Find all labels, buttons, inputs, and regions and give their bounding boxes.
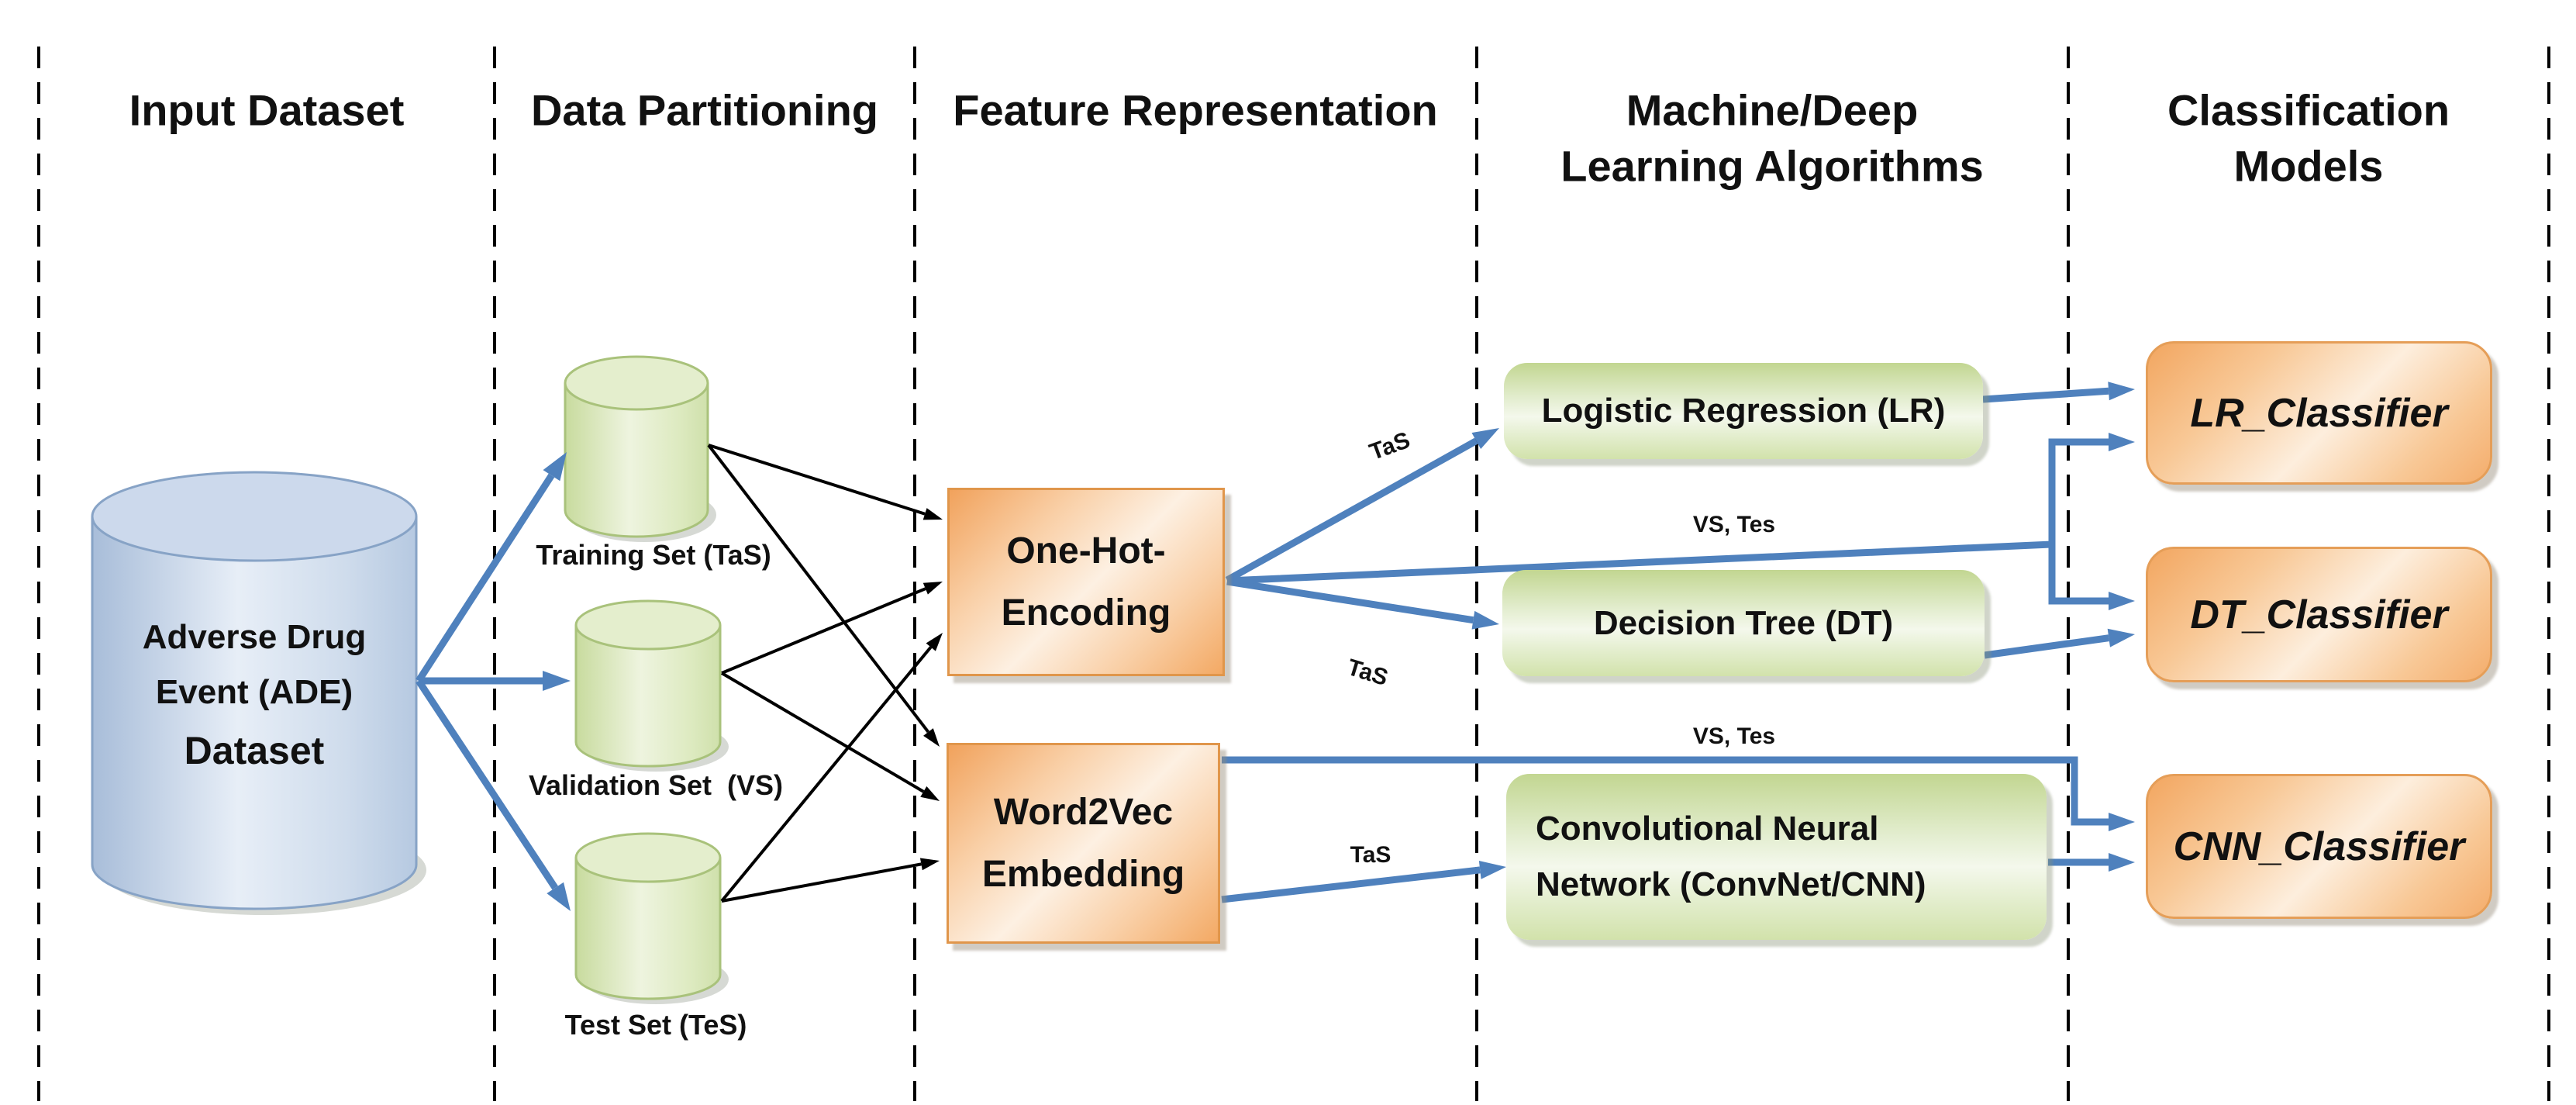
header-classification-line2: Models (2233, 141, 2384, 191)
cnn-label-line2: Network (ConvNet/CNN) (1536, 865, 1926, 903)
header-feature-representation: Feature Representation (953, 85, 1438, 135)
validation-set-label: Validation Set (VS) (528, 769, 784, 801)
dataset-label-line2: Event (ADE) (155, 673, 353, 711)
header-ml-algorithms-line2: Learning Algorithms (1560, 141, 1984, 191)
header-ml-algorithms-line1: Machine/Deep (1626, 85, 1919, 135)
connector-arrows (416, 382, 2135, 911)
training-set-cylinder (564, 355, 716, 542)
logistic-regression-label: Logistic Regression (LR) (1541, 392, 1946, 430)
word2vec-embedding-line1: Word2Vec (993, 791, 1174, 833)
decision-tree-box: Decision Tree (DT) (1502, 570, 1985, 676)
edge-label-tas-cnn: TaS (1350, 842, 1391, 868)
edge-label-vs-tes-onehot: VS, Tes (1692, 512, 1776, 537)
test-set-label: Test Set (TeS) (564, 1009, 747, 1041)
header-data-partitioning: Data Partitioning (530, 85, 879, 135)
word2vec-embedding-box: Word2Vec Embedding (947, 743, 1220, 944)
dataset-label-line3: Dataset (184, 729, 325, 772)
cnn-classifier-box: CNN_Classifier (2146, 774, 2492, 919)
dataset-label-line1: Adverse Drug (142, 618, 367, 656)
header-input-dataset: Input Dataset (129, 85, 405, 135)
header-classification-line1: Classification (2167, 85, 2450, 135)
dt-classifier-box: DT_Classifier (2146, 547, 2492, 682)
word2vec-embedding-line2: Embedding (981, 853, 1185, 895)
one-hot-encoding-line1: One-Hot- (1006, 530, 1166, 571)
training-set-label: Training Set (TaS) (536, 539, 771, 571)
one-hot-encoding-line2: Encoding (1001, 592, 1171, 634)
validation-set-cylinder (574, 599, 729, 772)
test-set-cylinder (574, 832, 729, 1004)
edge-label-vs-tes-w2v: VS, Tes (1692, 723, 1776, 749)
cnn-classifier-label: CNN_Classifier (2173, 824, 2465, 869)
cnn-box: Convolutional Neural Network (ConvNet/CN… (1506, 774, 2047, 940)
one-hot-encoding-box: One-Hot- Encoding (947, 488, 1225, 676)
lr-classifier-box: LR_Classifier (2146, 341, 2492, 485)
decision-tree-label: Decision Tree (DT) (1593, 603, 1894, 642)
dt-classifier-label: DT_Classifier (2190, 592, 2448, 637)
ade-dataset-cylinder (91, 471, 426, 915)
logistic-regression-box: Logistic Regression (LR) (1504, 363, 1983, 459)
lr-classifier-label: LR_Classifier (2190, 390, 2448, 436)
cnn-label-line1: Convolutional Neural (1536, 810, 1879, 848)
